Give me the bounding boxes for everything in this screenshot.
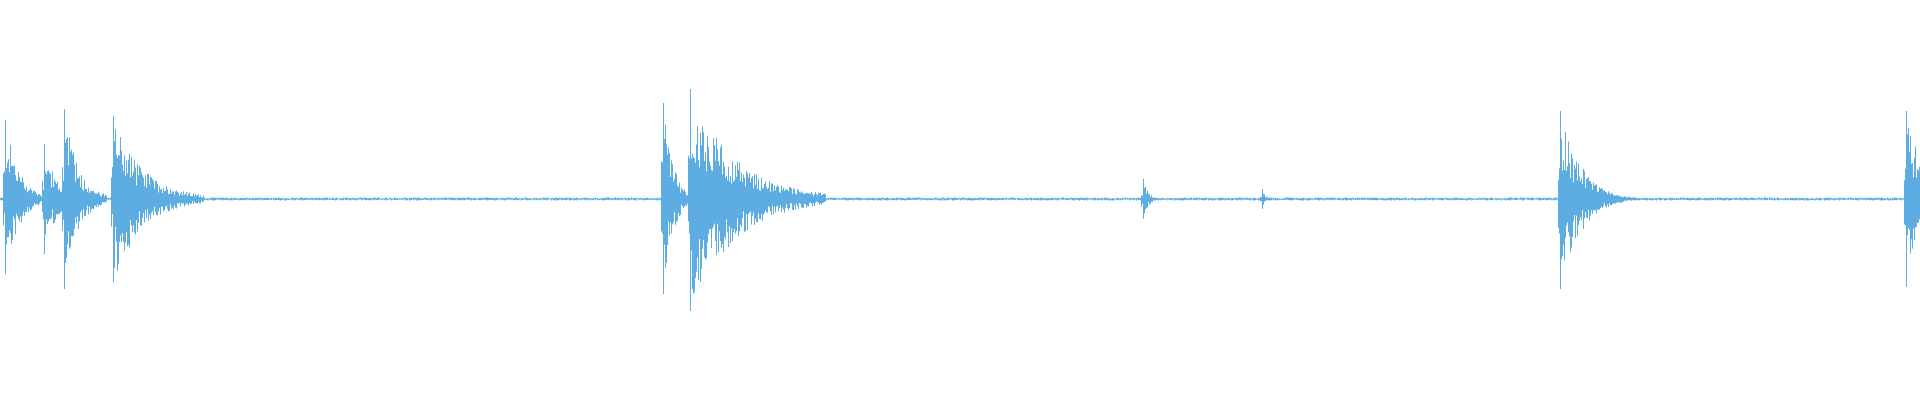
waveform-path: [0, 89, 1920, 311]
waveform-trace: [0, 89, 1920, 311]
